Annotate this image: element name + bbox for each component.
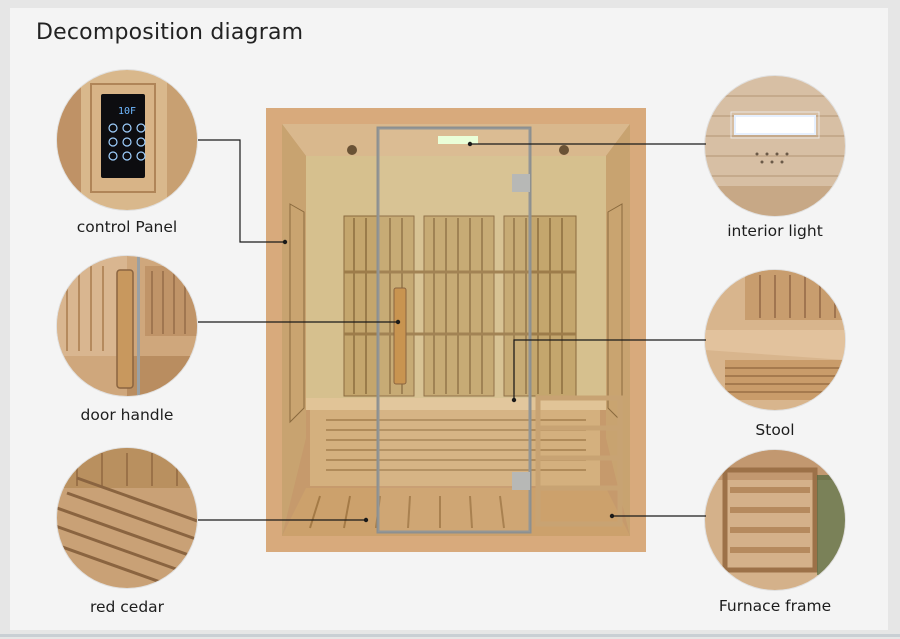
bottom-divider xyxy=(0,634,900,637)
panel-display-readout: 10F xyxy=(118,106,136,117)
stool-thumbnail xyxy=(705,270,845,410)
control-panel-label: control Panel xyxy=(76,218,178,236)
red-cedar-thumbnail xyxy=(57,448,197,588)
interior-light-thumbnail xyxy=(705,76,845,216)
furnace-frame-label: Furnace frame xyxy=(718,597,832,615)
sauna-room-image xyxy=(266,108,646,552)
sauna-room-illustration xyxy=(266,108,646,552)
furnace-frame-image xyxy=(705,450,845,590)
door-handle-thumbnail xyxy=(57,256,197,396)
stool-image xyxy=(705,270,845,410)
control-panel-image: 10F xyxy=(57,70,197,210)
interior-light-image xyxy=(705,76,845,216)
control-panel-thumbnail: 10F xyxy=(57,70,197,210)
red-cedar-image xyxy=(57,448,197,588)
stool-label: Stool xyxy=(755,421,795,439)
page-title: Decomposition diagram xyxy=(36,20,304,45)
interior-light-label: interior light xyxy=(727,222,823,240)
furnace-frame-thumbnail xyxy=(705,450,845,590)
door-handle-label: door handle xyxy=(80,406,174,424)
red-cedar-label: red cedar xyxy=(89,598,165,616)
door-handle-image xyxy=(57,256,197,396)
